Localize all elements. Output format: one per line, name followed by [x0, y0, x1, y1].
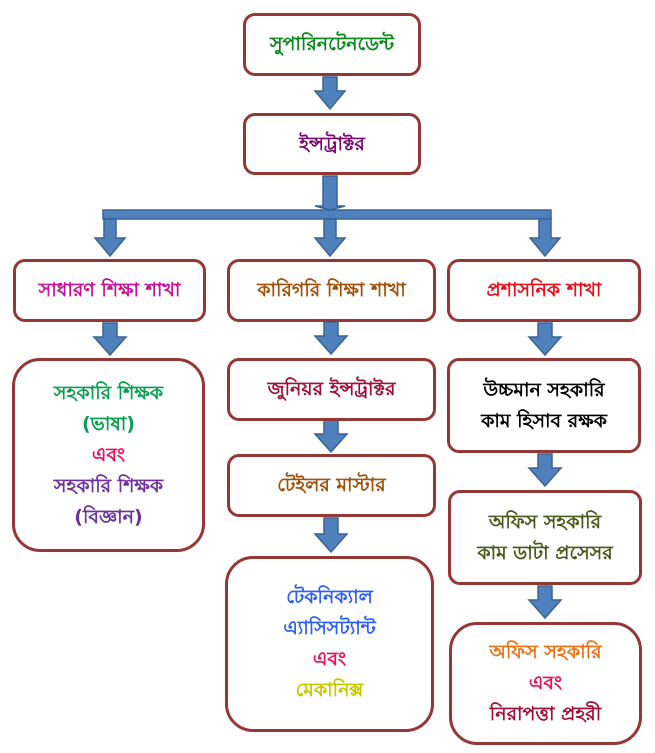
box-label: কাম হিসাব রক্ষক: [481, 409, 607, 432]
accountant-box: উচ্চমান সহকারি কাম হিসাব রক্ষক: [447, 358, 641, 453]
box-label: এবং: [91, 443, 126, 466]
box-label: কারিগরি শিক্ষা শাখা: [257, 279, 406, 301]
arrow-down: [527, 322, 563, 357]
arrow-down: [313, 517, 349, 554]
arrow-down: [527, 585, 563, 620]
arrow-down: [313, 419, 349, 454]
general-branch-box: সাধারণ শিক্ষা শাখা: [13, 259, 206, 322]
assistant-teachers-box: সহকারি শিক্ষক (ভাষা) এবং সহকারি শিক্ষক (…: [12, 358, 205, 552]
box-label: নিরাপত্তা প্রহরী: [489, 703, 602, 725]
arrow-down: [313, 321, 349, 356]
box-label: প্রশাসনিক শাখা: [486, 279, 602, 301]
box-label: (বিজ্ঞান): [74, 505, 143, 528]
box-label: কাম ডাটা প্রসেসর: [477, 541, 613, 564]
box-label: টেকনিক্যাল: [286, 586, 373, 608]
box-label: টেইলর মাস্টার: [277, 474, 386, 496]
arrow-down: [92, 322, 128, 357]
tailor-master-box: টেইলর মাস্টার: [227, 454, 436, 517]
instructor-box: ইন্সট্রাক্টর: [243, 113, 421, 175]
superintendent-box: সুপারিনটেনডেন্ট: [243, 13, 421, 76]
box-label: এ্যাসিসট্যান্ট: [283, 617, 376, 639]
box-label: এবং: [528, 672, 563, 694]
arrow-down: [314, 175, 346, 211]
branch-bar: [102, 209, 552, 220]
arrow-down: [528, 218, 562, 258]
box-label: সুপারিনটেনডেন্ট: [269, 33, 395, 55]
box-label: সাধারণ শিক্ষা শাখা: [38, 279, 181, 301]
office-assistant-guard-box: অফিস সহকারি এবং নিরাপত্তা প্রহরী: [449, 622, 642, 745]
arrow-down: [527, 453, 563, 488]
arrow-down: [93, 218, 127, 258]
admin-branch-box: প্রশাসনিক শাখা: [447, 259, 641, 322]
box-label: মেকানিক্স: [295, 679, 364, 701]
box-label: অফিস সহকারি: [488, 510, 602, 533]
box-label: সহকারি শিক্ষক: [53, 381, 164, 404]
box-label: অফিস সহকারি: [489, 641, 602, 663]
box-label: সহকারি শিক্ষক: [53, 474, 164, 497]
arrow-down: [313, 76, 347, 111]
data-processor-box: অফিস সহকারি কাম ডাটা প্রসেসর: [448, 490, 642, 585]
box-label: ইন্সট্রাক্টর: [299, 132, 365, 155]
junior-instructor-box: জুনিয়র ইন্সট্রাক্টর: [227, 358, 436, 421]
arrow-down: [313, 218, 347, 258]
technical-assistant-box: টেকনিক্যাল এ্যাসিসট্যান্ট এবং মেকানিক্স: [225, 556, 434, 732]
box-label: (ভাষা): [81, 412, 136, 435]
box-label: এবং: [312, 648, 347, 670]
box-label: জুনিয়র ইন্সট্রাক্টর: [267, 378, 396, 400]
box-label: উচ্চমান সহকারি: [483, 378, 605, 401]
technical-branch-box: কারিগরি শিক্ষা শাখা: [227, 259, 436, 322]
